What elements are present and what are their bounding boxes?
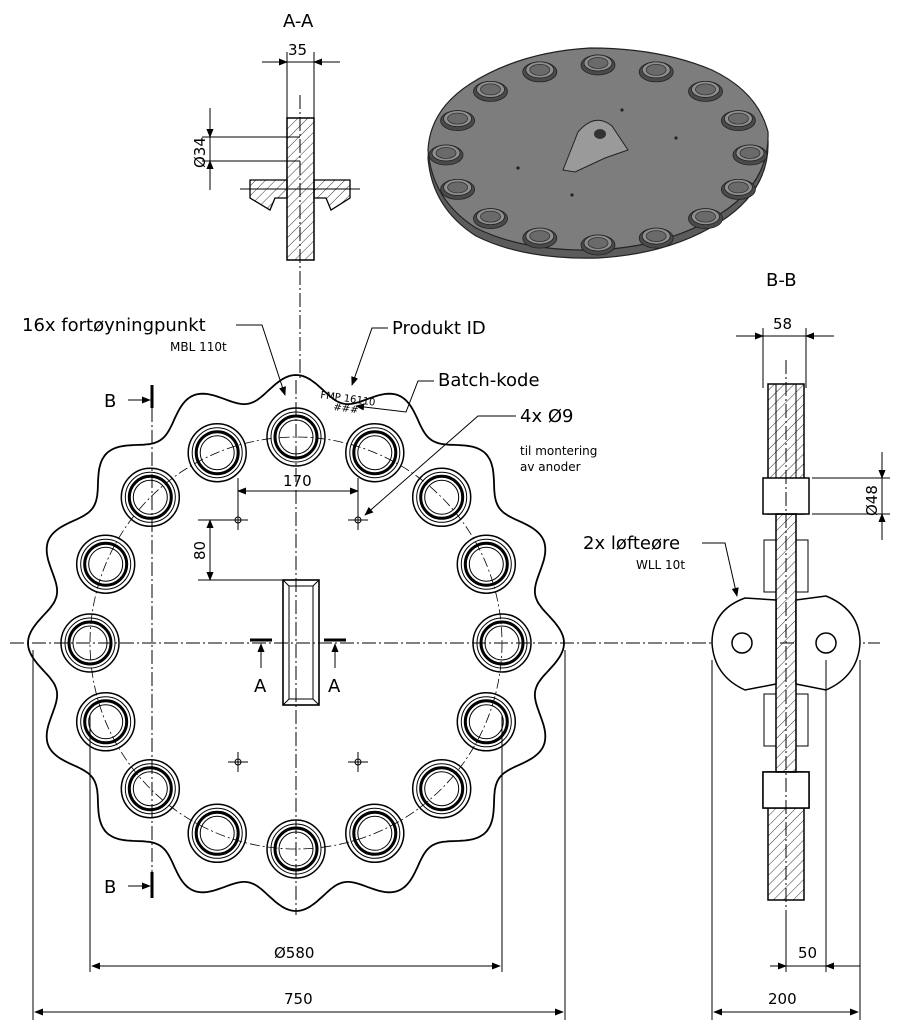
iso-mooring-point — [522, 61, 558, 83]
mooring-point — [187, 422, 247, 483]
mooring-label: 16x fortøyningpunkt — [22, 315, 206, 336]
lifting-label: 2x løfteøre — [583, 533, 680, 554]
anode-holes — [228, 510, 368, 772]
section-bb-view: B-B 58 Ø48 2x løfteøre WLL 10t — [583, 270, 890, 1020]
mooring-point — [345, 803, 405, 864]
mooring-point — [345, 422, 405, 483]
holes-sub-1: til montering — [520, 444, 597, 458]
iso-eye-hole — [594, 129, 606, 139]
section-aa-view: A-A 35 Ø34 — [191, 11, 360, 380]
plan-view: 170 80 A A B B FMP 16110 ### 16x fortøyn… — [10, 315, 880, 1020]
iso-mooring-point — [638, 227, 674, 249]
mooring-point — [75, 692, 136, 752]
dim-50: 50 — [798, 944, 817, 962]
iso-mooring-point — [440, 110, 476, 131]
section-mark-a-left: A — [254, 676, 267, 697]
iso-mooring-point — [428, 144, 464, 166]
section-mark-a-right: A — [328, 676, 341, 697]
mooring-point — [120, 467, 181, 528]
isometric-view — [427, 47, 769, 259]
lifting-eye-top — [282, 579, 320, 706]
lifting-sub: WLL 10t — [636, 558, 685, 572]
dim-170: 170 — [283, 472, 312, 490]
iso-mooring-point — [473, 208, 508, 230]
aa-eye-section — [249, 179, 288, 211]
dim-58: 58 — [773, 315, 792, 333]
iso-mooring-point — [580, 54, 616, 76]
section-mark-b-bottom: B — [104, 877, 116, 898]
dim-d580: Ø580 — [274, 944, 314, 962]
iso-mooring-point — [440, 178, 476, 200]
product-id-label: Produkt ID — [392, 318, 486, 339]
mooring-point — [411, 758, 472, 819]
batch-label: Batch-kode — [438, 370, 540, 391]
bb-lifting-eye — [711, 595, 861, 691]
dim-750: 750 — [284, 990, 313, 1008]
dim-200: 200 — [768, 990, 797, 1008]
iso-mooring-point — [688, 81, 723, 102]
section-aa-title: A-A — [283, 11, 314, 32]
mooring-point — [120, 758, 181, 819]
dim-80: 80 — [191, 541, 209, 560]
iso-mooring-point — [580, 234, 616, 256]
mooring-sub: MBL 110t — [170, 340, 227, 354]
iso-mooring-point — [732, 144, 768, 166]
iso-mooring-point — [721, 178, 756, 200]
dim-35: 35 — [288, 41, 307, 59]
iso-mooring-point — [721, 110, 756, 131]
mooring-point — [456, 692, 517, 752]
mooring-point — [411, 467, 472, 528]
iso-mooring-point — [688, 208, 723, 230]
holes-label: 4x Ø9 — [520, 406, 573, 427]
mooring-point — [75, 534, 136, 594]
dim-d48: Ø48 — [863, 485, 881, 516]
section-mark-b-top: B — [104, 391, 116, 412]
iso-mooring-point — [522, 227, 558, 249]
iso-lifting-eye — [562, 119, 629, 173]
iso-mooring-point — [638, 61, 674, 83]
mooring-point — [456, 534, 517, 594]
batch-engraving: ### — [333, 402, 359, 416]
holes-sub-2: av anoder — [520, 460, 581, 474]
dim-d34: Ø34 — [191, 137, 209, 168]
section-bb-title: B-B — [766, 270, 797, 291]
mooring-point — [187, 803, 247, 864]
iso-mooring-point — [473, 81, 508, 102]
